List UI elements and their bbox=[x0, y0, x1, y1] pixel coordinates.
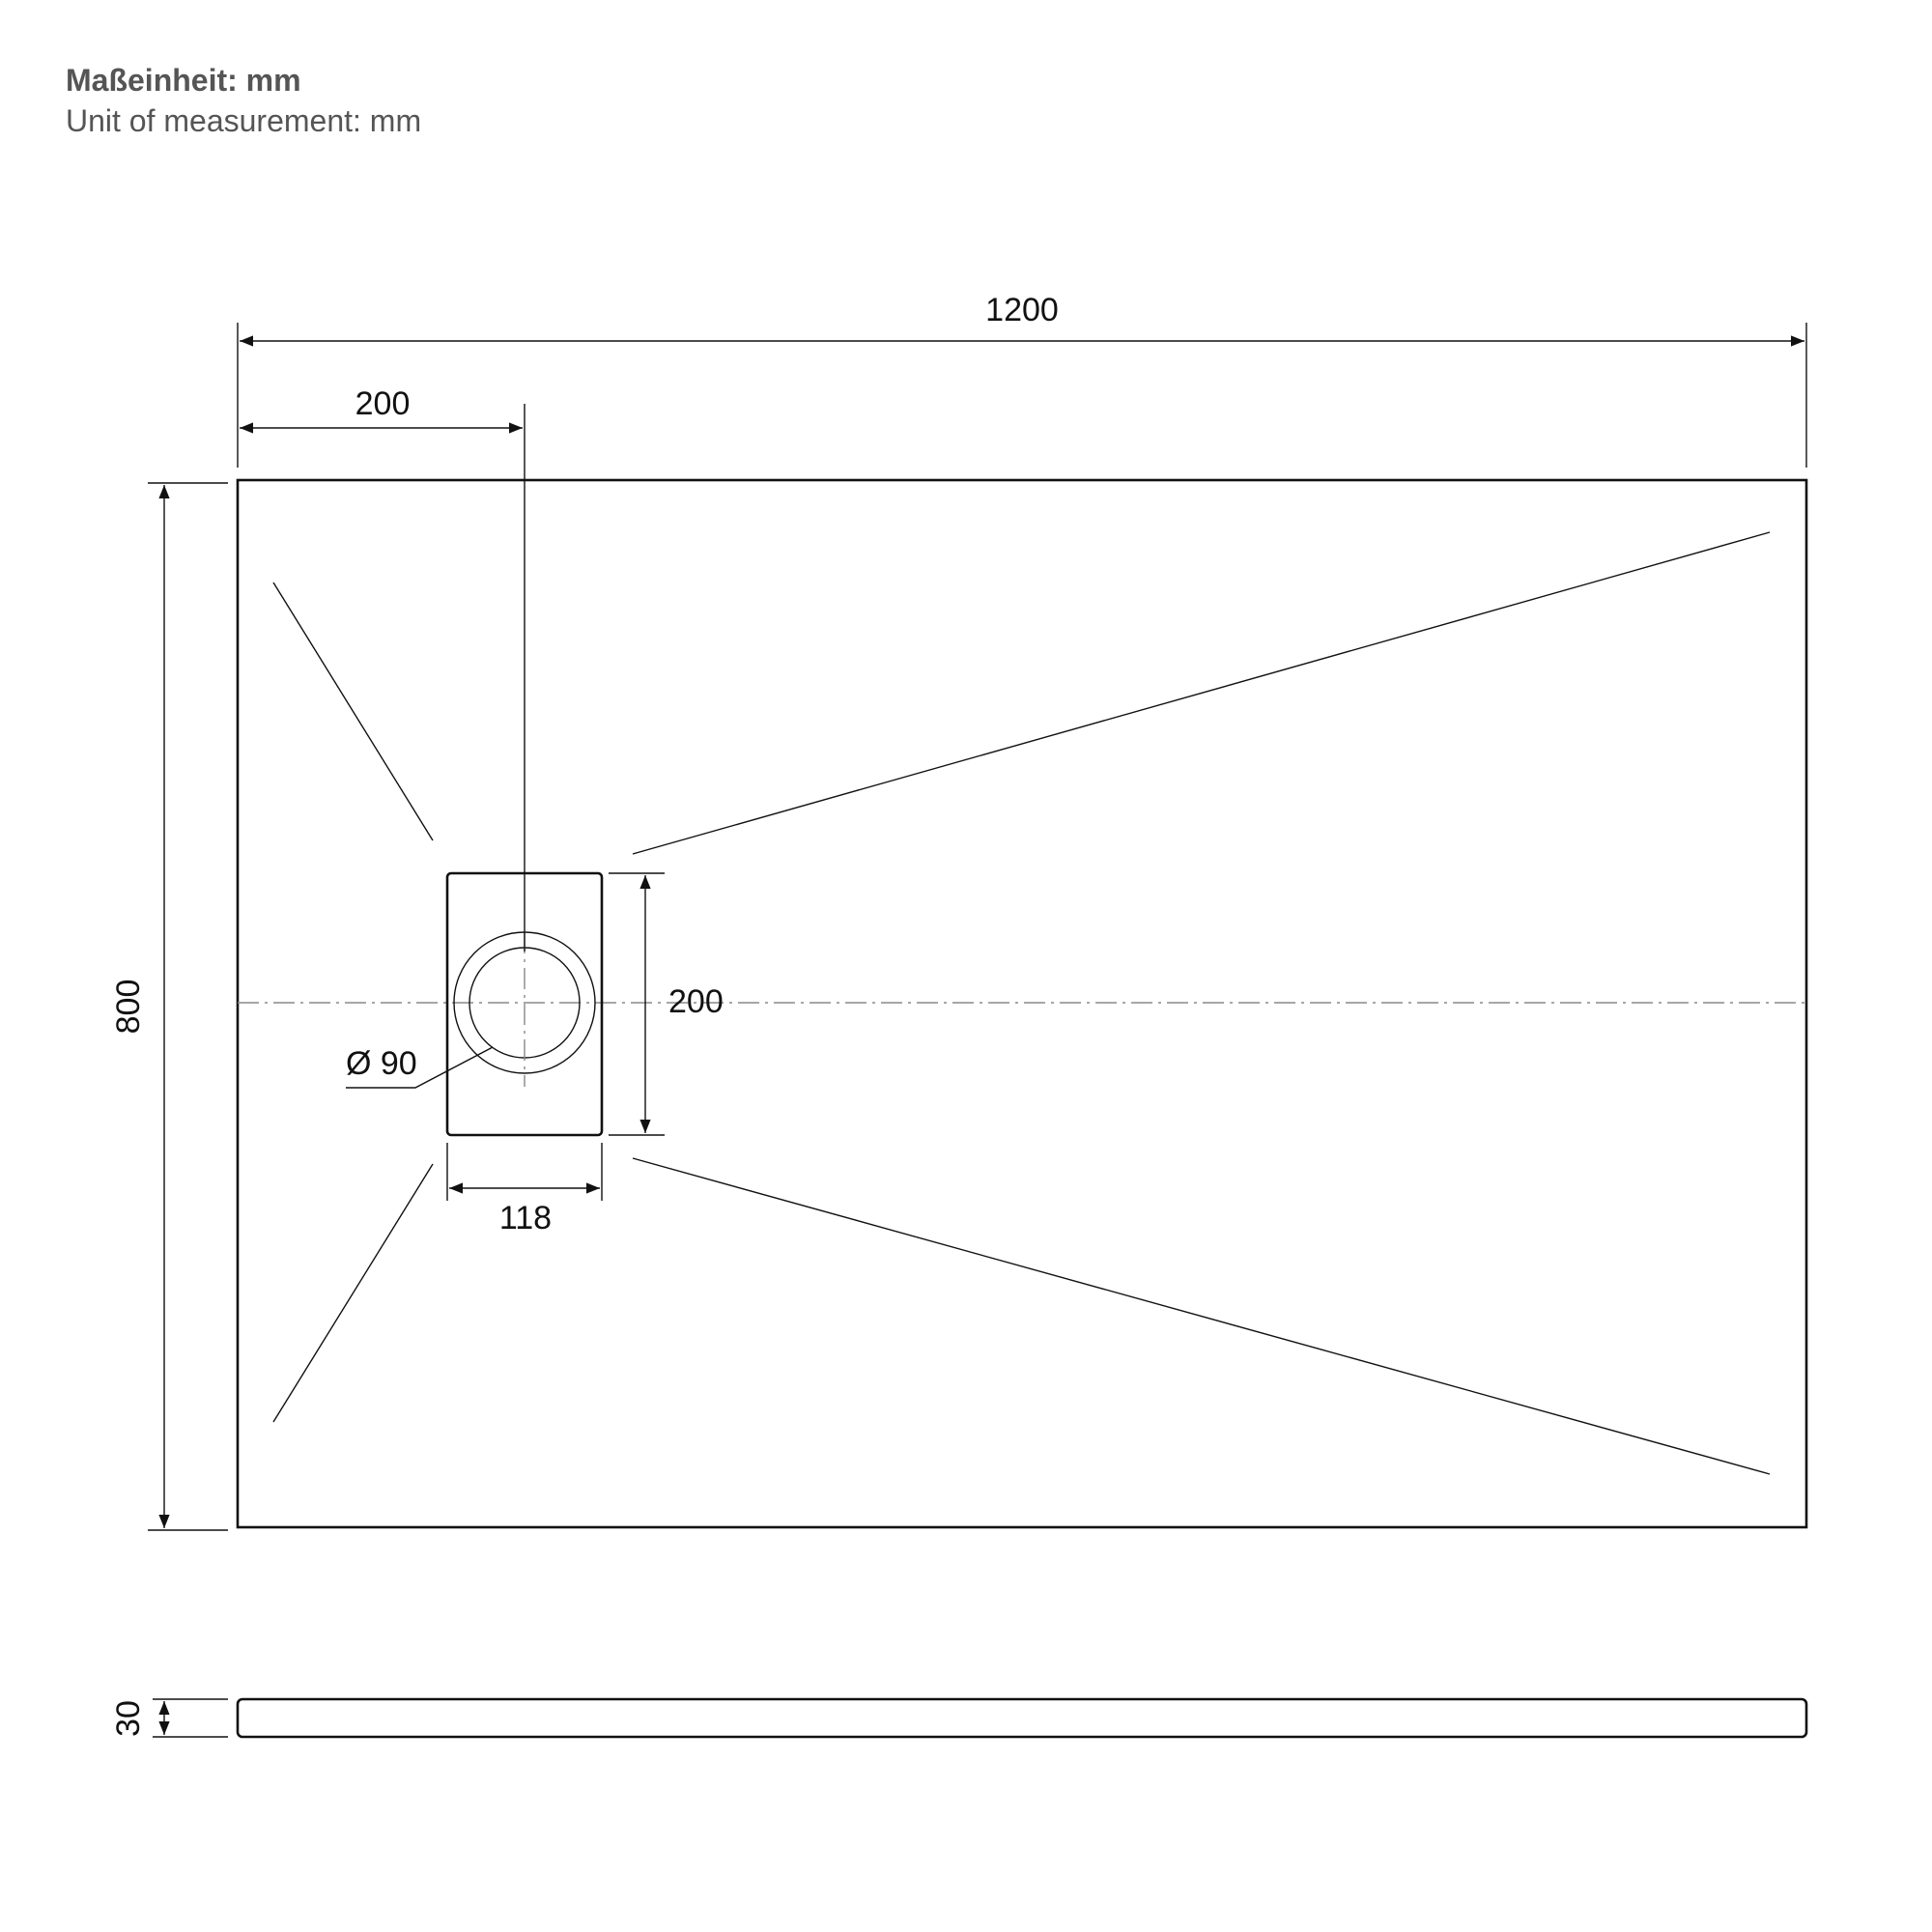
dim-label-drain-offset: 200 bbox=[355, 385, 411, 422]
dim-label-cover-height: 200 bbox=[668, 983, 724, 1020]
dim-label-width: 1200 bbox=[985, 292, 1059, 328]
tray-side-view bbox=[236, 1697, 1808, 1739]
unit-label-de: Maßeinheit: mm bbox=[66, 63, 301, 98]
dim-label-depth: 800 bbox=[110, 980, 147, 1035]
unit-label-en: Unit of measurement: mm bbox=[66, 103, 422, 138]
tray-outline bbox=[236, 478, 1808, 1529]
slope-line-bottom-left bbox=[272, 1163, 434, 1423]
slope-line-top-left bbox=[272, 582, 434, 841]
dim-label-cover-width: 118 bbox=[499, 1200, 552, 1236]
dim-label-thickness: 30 bbox=[110, 1700, 147, 1737]
slope-line-bottom-right bbox=[632, 1157, 1771, 1475]
slope-line-top-right bbox=[632, 531, 1771, 855]
leader-drain-diameter bbox=[346, 1046, 494, 1089]
dim-label-drain-diameter: Ø 90 bbox=[346, 1045, 417, 1082]
header: Maßeinheit: mm Unit of measurement: mm bbox=[66, 60, 421, 141]
